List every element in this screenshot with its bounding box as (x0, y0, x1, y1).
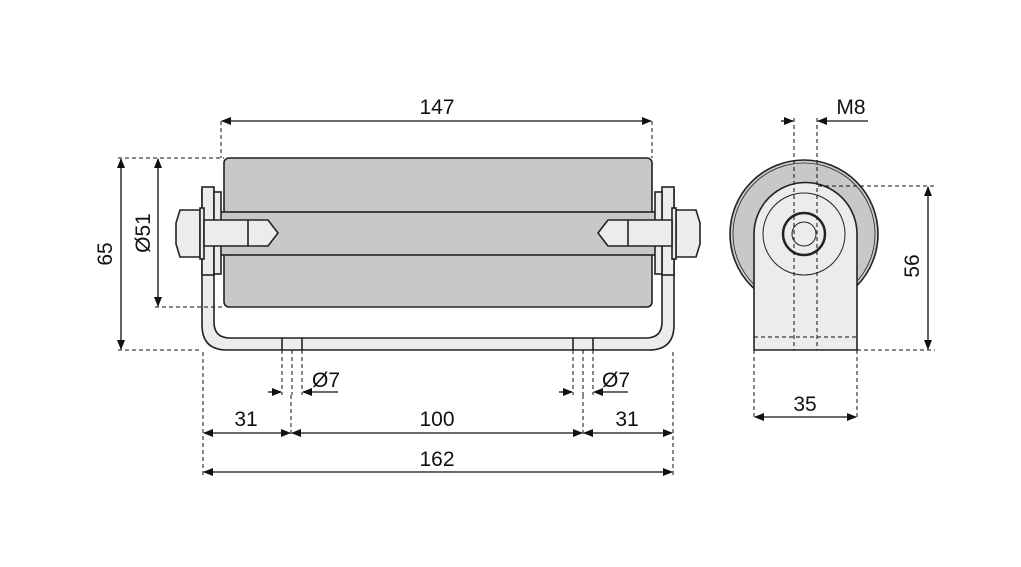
dimension-label: Ø7 (602, 369, 630, 392)
hex-nut-icon (175, 209, 201, 258)
side-view: M8 56 35 (729, 96, 935, 421)
dimension-65: 65 (94, 157, 224, 351)
dimension-chain: 31 100 31 162 (202, 352, 674, 476)
dimension-hole-left: Ø7 (268, 350, 340, 396)
hex-nut-icon (675, 209, 701, 258)
dimension-56: 56 (818, 185, 935, 351)
dimension-label: 147 (419, 96, 454, 119)
front-view: 147 65 Ø51 Ø7 Ø7 (94, 96, 701, 476)
dimension-label: 65 (94, 242, 117, 265)
dimension-m8: M8 (781, 96, 868, 350)
dimension-label: 100 (419, 408, 454, 431)
left-fastener (175, 186, 280, 276)
dimension-label: 35 (793, 393, 816, 416)
dimension-label: Ø7 (312, 369, 340, 392)
dimension-label: M8 (836, 96, 865, 119)
dimension-label: 56 (901, 254, 924, 277)
bolt-icon (596, 219, 673, 247)
dimension-label: 31 (234, 408, 257, 431)
dimension-label: 31 (615, 408, 638, 431)
dimension-hole-right: Ø7 (559, 350, 630, 396)
dimension-147: 147 (220, 96, 653, 158)
dimension-35: 35 (753, 350, 858, 421)
dimension-diameter-51: Ø51 (132, 158, 224, 308)
dimension-label: Ø51 (132, 213, 155, 253)
bracket-side (753, 181, 858, 351)
bolt-icon (203, 219, 280, 247)
right-fastener (596, 186, 701, 276)
dimension-label: 162 (419, 448, 454, 471)
